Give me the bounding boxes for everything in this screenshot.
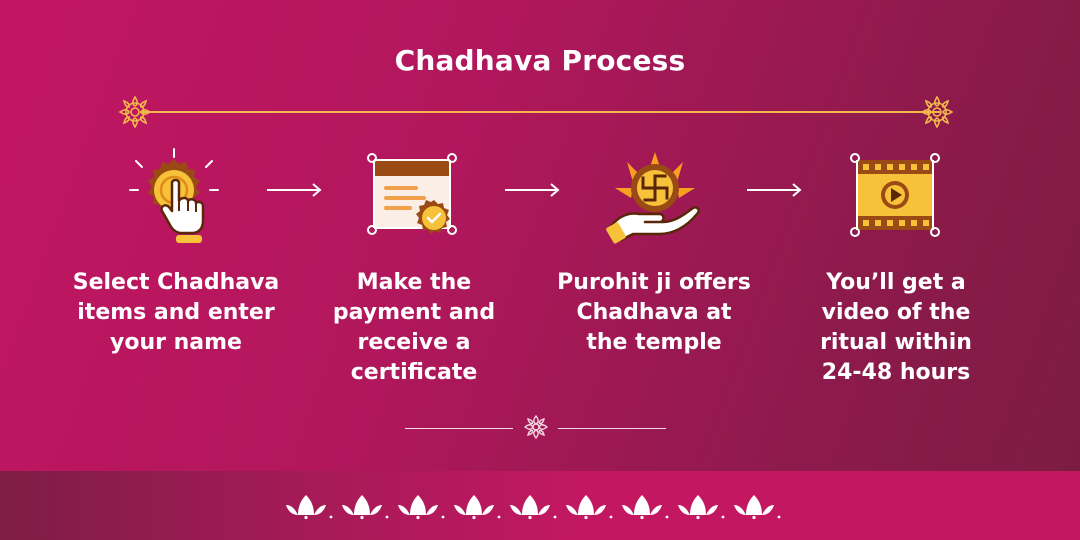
step-1-text: Select Chadhava items and enter your nam… <box>72 270 280 355</box>
certificate-icon <box>367 153 457 235</box>
mandala-left-icon <box>118 95 152 129</box>
mandala-right-icon <box>920 95 954 129</box>
video-film-icon <box>850 153 940 237</box>
footer-band <box>0 471 1080 540</box>
bottom-divider-line-left <box>405 428 513 429</box>
lotus-border-pattern-icon <box>286 495 781 520</box>
flower-divider-icon <box>523 414 549 440</box>
arrow-right-icon <box>267 183 322 197</box>
step-2-text: Make the payment and receive a certifica… <box>332 270 496 385</box>
arrow-right-icon <box>747 183 802 197</box>
page-title: Chadhava Process <box>394 44 686 77</box>
tap-coin-icon <box>129 148 219 243</box>
arrow-right-icon <box>505 183 560 197</box>
offering-swastika-icon <box>606 152 700 244</box>
step-4-text: You’ll get a video of the ritual within … <box>820 270 972 385</box>
top-divider-line <box>140 111 940 113</box>
step-3-text: Purohit ji offers Chadhava at the temple <box>557 270 751 355</box>
bottom-divider-line-right <box>558 428 666 429</box>
